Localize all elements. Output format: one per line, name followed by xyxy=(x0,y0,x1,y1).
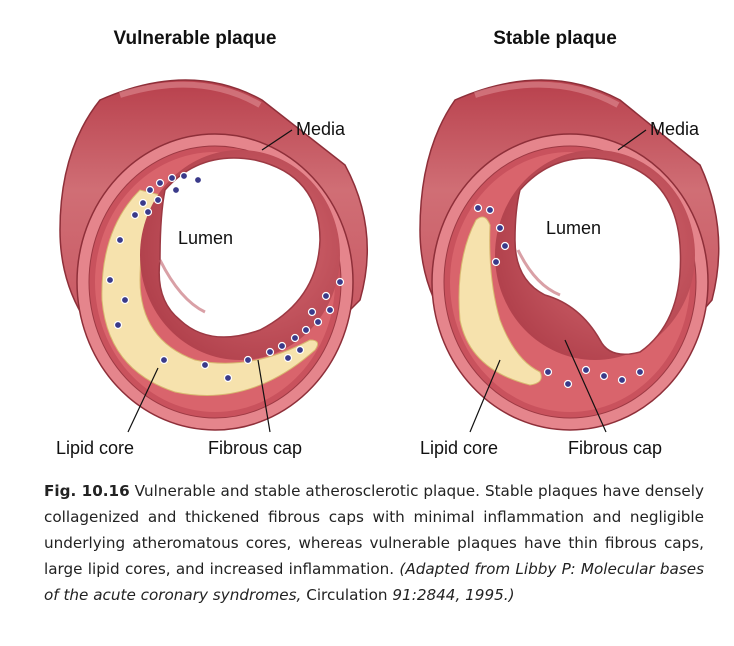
lipid-core xyxy=(101,189,319,396)
lumen xyxy=(158,157,321,338)
vulnerable-plaque-panel: Vulnerable plaque xyxy=(56,28,368,458)
label-lipid-core: Lipid core xyxy=(420,438,498,458)
caption-citation: (Adapted from Libby P: Molecular bases o… xyxy=(44,560,704,604)
lipid-core xyxy=(458,216,542,386)
atherosclerotic-plaque-diagram: Vulnerable plaque xyxy=(56,28,720,458)
panel-title: Stable plaque xyxy=(493,28,617,49)
artery-vessel xyxy=(419,79,720,431)
stable-plaque-panel: Stable plaque Media Lumen Lipid core Fib… xyxy=(419,28,720,458)
label-fibrous-cap: Fibrous cap xyxy=(568,438,662,458)
caption-journal: Circulation xyxy=(301,586,388,604)
artery-vessel xyxy=(59,79,368,431)
lumen xyxy=(514,157,682,355)
caption-text: Vulnerable and stable atherosclerotic pl… xyxy=(44,482,704,578)
label-media: Media xyxy=(650,119,700,139)
inflammatory-cells xyxy=(105,171,345,383)
figure-caption: Fig. 10.16 Vulnerable and stable atheros… xyxy=(44,478,704,608)
label-lumen: Lumen xyxy=(546,218,601,238)
label-lipid-core: Lipid core xyxy=(56,438,134,458)
caption-citation-end: 91:2844, 1995.) xyxy=(387,586,515,604)
figure-number: Fig. 10.16 xyxy=(44,482,130,500)
label-lumen: Lumen xyxy=(178,228,233,248)
inflammatory-cells xyxy=(473,203,645,389)
label-fibrous-cap: Fibrous cap xyxy=(208,438,302,458)
panel-title: Vulnerable plaque xyxy=(114,28,277,49)
label-media: Media xyxy=(296,119,346,139)
